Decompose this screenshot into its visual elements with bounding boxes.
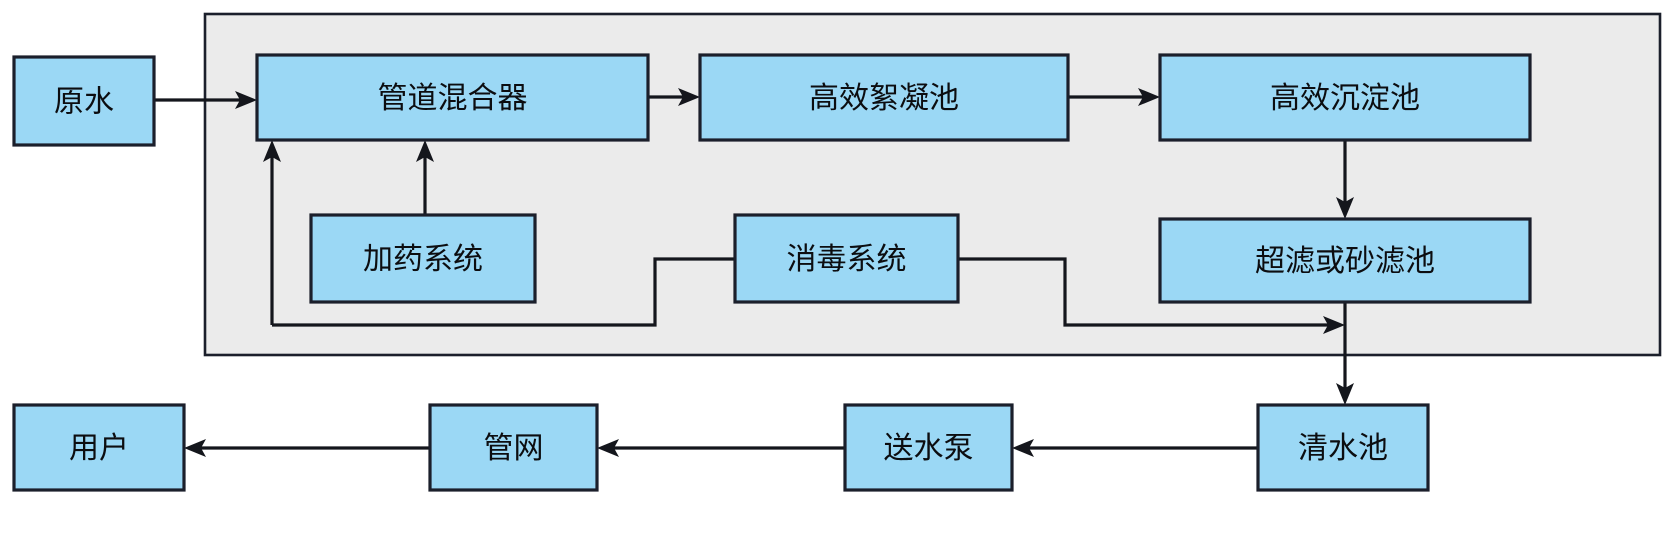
node-label: 原水 xyxy=(54,85,114,120)
node-label: 清水池 xyxy=(1298,431,1388,466)
node-pump[interactable]: 送水泵 xyxy=(843,403,1014,492)
arrowhead-icon xyxy=(1336,197,1354,219)
node-label: 送水泵 xyxy=(884,431,974,466)
node-label: 消毒系统 xyxy=(787,242,907,277)
node-rect[interactable] xyxy=(12,403,186,492)
node-rect[interactable] xyxy=(1158,217,1532,304)
node-raw-water[interactable]: 原水 xyxy=(12,55,156,147)
edge-filter-to-clearwell xyxy=(1336,302,1354,405)
node-rect[interactable] xyxy=(255,53,650,142)
node-label: 高效絮凝池 xyxy=(809,81,959,116)
arrowhead-icon xyxy=(678,88,700,106)
arrowhead-icon xyxy=(184,439,206,457)
arrowhead-icon xyxy=(1323,316,1345,334)
edge-mixer-to-floc xyxy=(648,88,700,106)
arrowhead-icon xyxy=(597,439,619,457)
node-rect[interactable] xyxy=(1158,53,1532,142)
node-rect[interactable] xyxy=(12,55,156,147)
node-disinfection[interactable]: 消毒系统 xyxy=(733,213,960,304)
node-dosing-system[interactable]: 加药系统 xyxy=(309,213,537,304)
node-pipe-mixer[interactable]: 管道混合器 xyxy=(255,53,650,142)
arrowhead-icon xyxy=(1138,88,1160,106)
node-label: 用户 xyxy=(69,431,129,466)
arrowhead-icon xyxy=(235,91,257,109)
node-user[interactable]: 用户 xyxy=(12,403,186,492)
node-label: 超滤或砂滤池 xyxy=(1255,244,1435,279)
arrowhead-icon xyxy=(1336,383,1354,405)
node-sedimentation[interactable]: 高效沉淀池 xyxy=(1158,53,1532,142)
edge-floc-to-sed xyxy=(1068,88,1160,106)
edges-layer xyxy=(154,88,1354,457)
node-label: 加药系统 xyxy=(363,242,483,277)
node-rect[interactable] xyxy=(428,403,599,492)
edge-line xyxy=(958,257,1337,327)
arrowhead-icon xyxy=(1012,439,1034,457)
node-clear-well[interactable]: 清水池 xyxy=(1256,403,1430,492)
edge-dosing-to-mixer xyxy=(416,140,434,215)
node-pipe-network[interactable]: 管网 xyxy=(428,403,599,492)
node-label: 高效沉淀池 xyxy=(1270,81,1420,116)
node-rect[interactable] xyxy=(698,53,1070,142)
node-label: 管网 xyxy=(484,431,544,466)
node-label: 管道混合器 xyxy=(378,81,528,116)
edge-pump-to-network xyxy=(597,439,845,457)
edge-sed-to-filter xyxy=(1336,140,1354,219)
edge-disinfection-to-filter xyxy=(958,257,1345,334)
node-filtration[interactable]: 超滤或砂滤池 xyxy=(1158,217,1532,304)
node-rect[interactable] xyxy=(843,403,1014,492)
edge-network-to-user xyxy=(184,439,430,457)
node-rect[interactable] xyxy=(733,213,960,304)
node-flocculation[interactable]: 高效絮凝池 xyxy=(698,53,1070,142)
edge-line xyxy=(272,257,735,327)
arrowhead-icon xyxy=(263,140,281,162)
arrowhead-icon xyxy=(416,140,434,162)
edge-recycle-to-mixer xyxy=(263,140,281,325)
node-rect[interactable] xyxy=(309,213,537,304)
edge-raw-to-mixer xyxy=(154,91,257,109)
edge-clearwell-to-pump xyxy=(1012,439,1258,457)
edge-disinfection-to-recycle xyxy=(272,257,735,327)
node-rect[interactable] xyxy=(1256,403,1430,492)
